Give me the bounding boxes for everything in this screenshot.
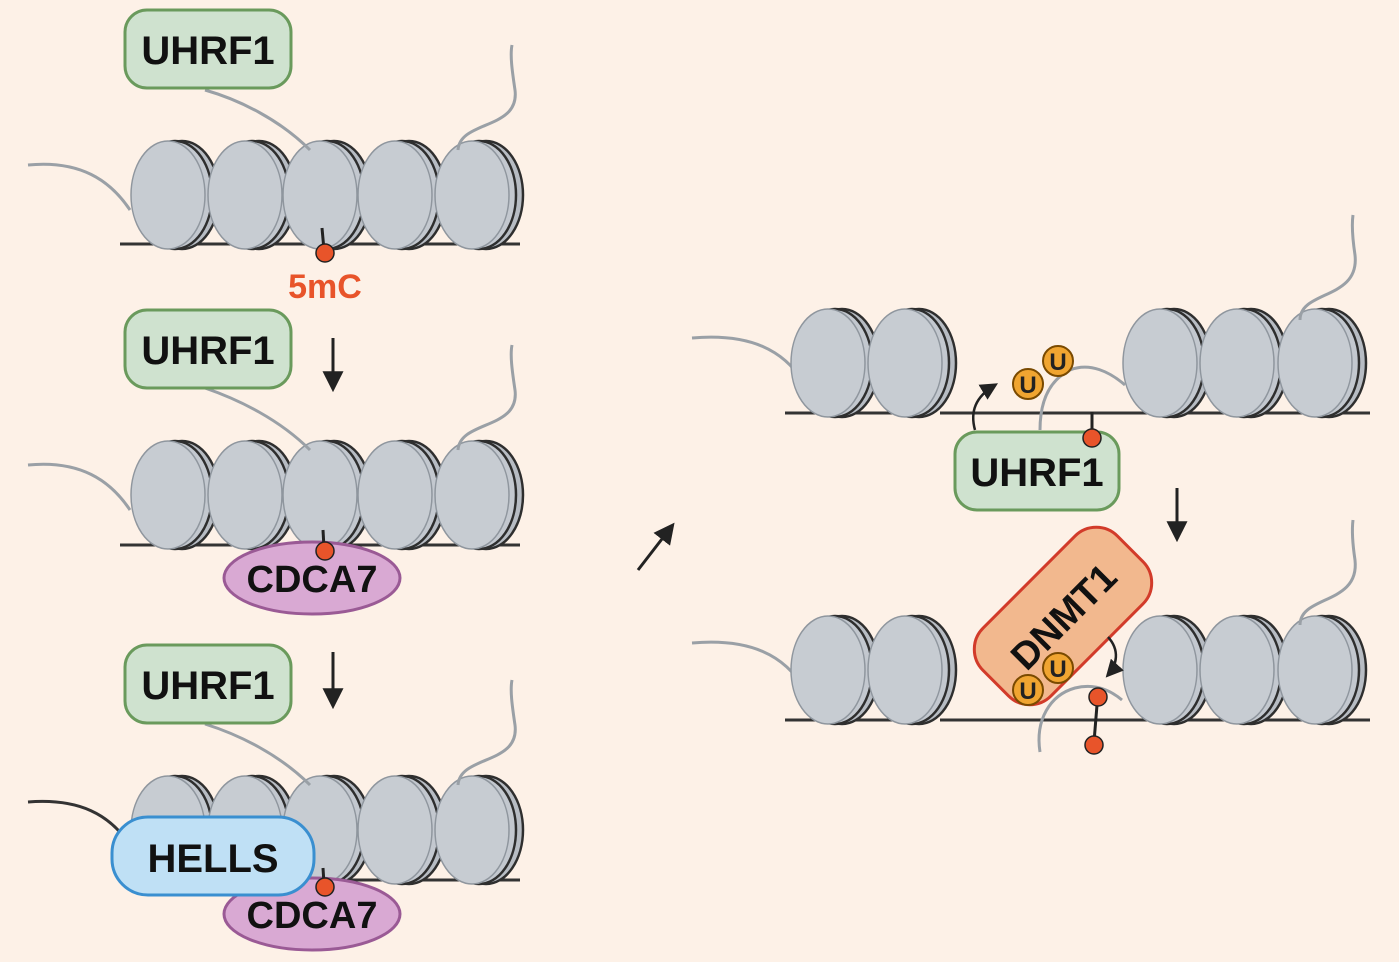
uhrf1-protein: UHRF1 [123, 8, 293, 90]
nucleosome [1276, 307, 1368, 419]
svg-text:HELLS: HELLS [147, 837, 278, 881]
dna-strand [27, 162, 132, 211]
curved-arrow-icon [971, 383, 999, 431]
histone-tail [456, 679, 517, 786]
histone-tail [1298, 519, 1357, 626]
ubiquitin-icon: U [1012, 368, 1044, 400]
histone-tail [456, 344, 517, 451]
nucleosome [1121, 614, 1213, 726]
svg-text:U: U [1019, 372, 1036, 399]
nucleosome [789, 307, 881, 419]
nucleosome [1198, 614, 1290, 726]
svg-text:CDCA7: CDCA7 [247, 895, 378, 937]
panel-5: DNMT1 U U [691, 519, 1370, 755]
histone-tail [456, 44, 517, 151]
nucleosome [866, 614, 958, 726]
histone-tail [204, 386, 312, 452]
curved-arrow-icon [1105, 636, 1124, 678]
histone-tail [204, 88, 312, 152]
dna-strand [691, 335, 807, 386]
methyl-dot [1082, 428, 1102, 448]
methyl-dot [1084, 735, 1104, 755]
nucleosome [356, 774, 448, 886]
nucleosome [433, 139, 525, 251]
svg-text:U: U [1049, 349, 1066, 376]
nucleosome [1198, 307, 1290, 419]
nucleosome [1121, 307, 1213, 419]
ubiquitin-icon: U [1012, 674, 1044, 706]
arrow-diagonal-icon [636, 522, 675, 571]
nucleosome [129, 139, 221, 251]
nucleosome [433, 439, 525, 551]
svg-text:CDCA7: CDCA7 [247, 559, 378, 601]
nucleosome [129, 439, 221, 551]
methyl-dot [1088, 687, 1108, 707]
dna-strand [27, 462, 132, 511]
histone-tail [1037, 684, 1123, 753]
panel-3: UHRF1 CDCA7 HELLS [27, 643, 525, 952]
nucleosome [1276, 614, 1368, 726]
nucleosome [789, 614, 881, 726]
panel-4: UHRF1 U U [691, 214, 1370, 512]
uhrf1-protein: UHRF1 [123, 308, 293, 390]
svg-text:UHRF1: UHRF1 [970, 451, 1103, 495]
five-mc-label: 5mC [288, 268, 362, 306]
svg-text:U: U [1019, 678, 1036, 705]
methyl-dot [315, 541, 335, 561]
nucleosome [866, 307, 958, 419]
svg-text:UHRF1: UHRF1 [141, 664, 274, 708]
methyl-dot [315, 243, 335, 263]
cdca7-protein: CDCA7 [222, 540, 402, 616]
histone-tail [1038, 365, 1126, 431]
panel-1: 5mC UHRF1 [27, 8, 525, 306]
nucleosome [356, 139, 448, 251]
uhrf1-protein: UHRF1 [123, 643, 293, 725]
ubiquitin-icon: U [1042, 652, 1074, 684]
histone-tail [1298, 214, 1357, 321]
ubiquitin-icon: U [1042, 345, 1074, 377]
nucleosome [356, 439, 448, 551]
uhrf1-protein: UHRF1 [953, 430, 1121, 512]
histone-tail [204, 722, 312, 787]
nucleosome [433, 774, 525, 886]
svg-text:UHRF1: UHRF1 [141, 29, 274, 73]
panel-2: UHRF1 CDCA7 [27, 308, 525, 616]
dna-strand [691, 640, 807, 691]
hells-protein: HELLS [110, 815, 316, 897]
svg-text:UHRF1: UHRF1 [141, 329, 274, 373]
methyl-dot [315, 877, 335, 897]
svg-text:U: U [1049, 656, 1066, 683]
